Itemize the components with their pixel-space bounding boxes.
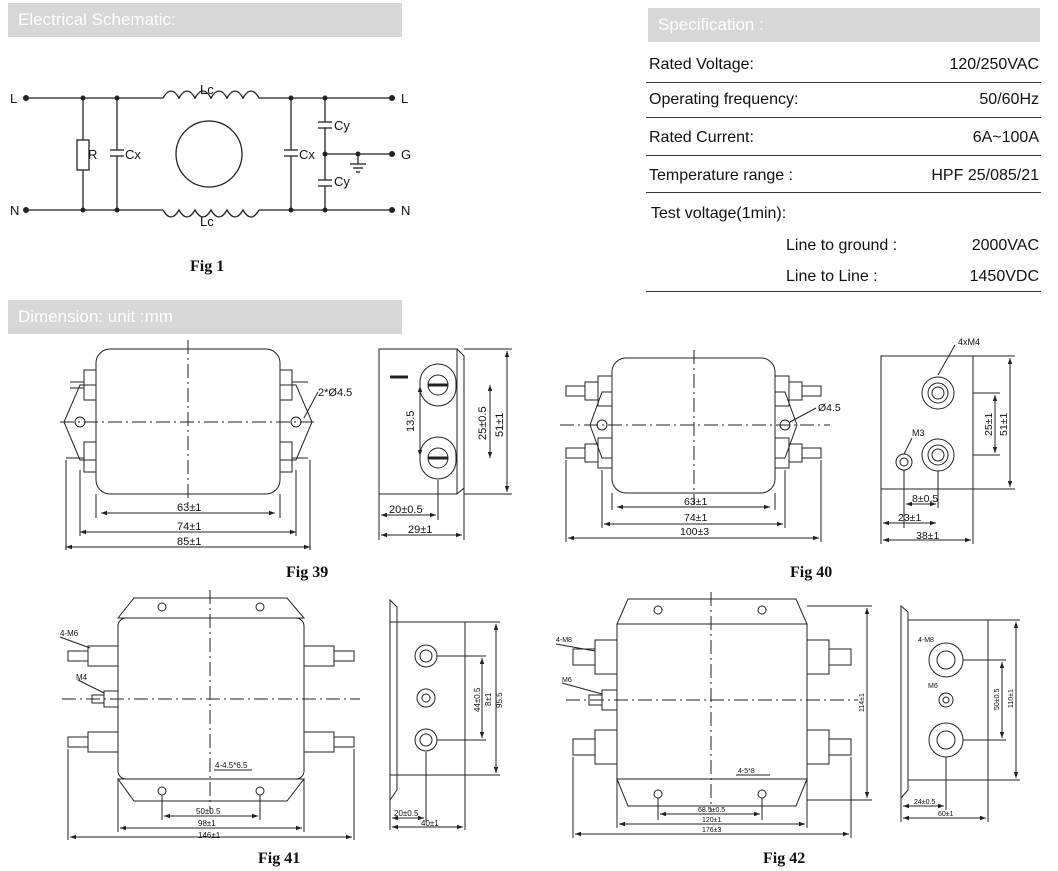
specification-header: Specification : — [648, 8, 1040, 42]
spec-row-rated-voltage: Rated Voltage: 120/250VAC — [646, 48, 1041, 83]
caption-fig40: Fig 40 — [790, 564, 833, 581]
label-neutral-in: N — [10, 203, 19, 218]
caption-fig41: Fig 41 — [258, 850, 301, 867]
fig41-dim-8: 8±1 — [484, 692, 493, 706]
spec-row-frequency: Operating frequency: 50/60Hz — [646, 83, 1041, 118]
fig42-dim-50: 50±0.5 — [994, 689, 1001, 710]
fig40-dim-23: 23±1 — [898, 512, 921, 524]
fig42-hole-label: 4-5*8 — [738, 768, 755, 775]
specification-table: Rated Voltage: 120/250VAC Operating freq… — [646, 48, 1041, 292]
fig41-dim-50: 50±0.5 — [196, 807, 221, 816]
fig41-dim-44: 44±0.5 — [473, 687, 482, 712]
fig40-dim-100: 100±3 — [680, 526, 709, 538]
fig40-dim-51: 51±1 — [998, 413, 1010, 436]
fig39-dim-63: 63±1 — [177, 502, 201, 514]
label-lc-bottom: Lc — [200, 214, 214, 229]
schematic-nodes — [23, 95, 395, 213]
fig42-drawing — [555, 592, 1020, 838]
fig40-dim-25: 25±1 — [983, 413, 995, 436]
spec-label: Operating frequency: — [649, 91, 799, 108]
spec-row-line-line: Line to Line : 1450VDC — [646, 260, 1041, 292]
spec-label: Rated Voltage: — [649, 56, 754, 73]
fig39-hole-label: 2*Ø4.5 — [318, 387, 352, 399]
label-cy-top: Cy — [334, 118, 350, 133]
label-cy-bottom: Cy — [334, 174, 350, 189]
dimension-header: Dimension: unit :mm — [8, 300, 402, 334]
label-lc-top: Lc — [200, 82, 214, 97]
label-resistor: R — [88, 147, 97, 162]
fig41-drawing — [59, 590, 500, 840]
fig40-drawing — [560, 344, 1015, 544]
spec-value: 120/250VAC — [949, 56, 1039, 73]
fig42-side-m6-label: M6 — [928, 683, 938, 690]
fig40-dim-74: 74±1 — [684, 512, 707, 524]
label-line-out: L — [401, 91, 408, 106]
spec-row-line-ground: Line to ground : 2000VAC — [646, 229, 1041, 260]
caption-fig42: Fig 42 — [763, 850, 806, 867]
fig40-dim-63: 63±1 — [684, 496, 707, 508]
fig42-dim-110: 110±1 — [1008, 689, 1015, 708]
fig39-dim-51: 51±1 — [494, 413, 506, 437]
fig42-dim-60: 60±1 — [938, 811, 954, 818]
fig40-hole-label: Ø4.5 — [818, 402, 841, 414]
spec-value: HPF 25/085/21 — [931, 167, 1039, 184]
spec-label: Rated Current: — [649, 129, 754, 146]
label-neutral-out: N — [401, 203, 410, 218]
caption-fig1: Fig 1 — [190, 258, 225, 275]
fig40-dim-8: 8±0.5 — [912, 493, 938, 505]
fig40-m4-label: 4xM4 — [958, 337, 980, 347]
fig42-dim-120: 120±1 — [702, 817, 722, 824]
fig41-dim-40: 40±1 — [421, 819, 439, 828]
spec-value: 50/60Hz — [979, 91, 1039, 108]
spec-label: Temperature range : — [649, 167, 794, 184]
spec-label: Test voltage(1min): — [651, 205, 787, 222]
spec-value: 6A~100A — [972, 129, 1039, 146]
fig41-dim-20: 20±0.5 — [394, 809, 419, 818]
electrical-schematic — [26, 90, 392, 218]
label-line-in: L — [10, 91, 17, 106]
fig42-dim-114: 114±1 — [859, 693, 866, 712]
spec-row-temperature: Temperature range : HPF 25/085/21 — [646, 156, 1041, 193]
schematic-header: Electrical Schematic: — [8, 3, 402, 37]
fig41-m6-label: 4-M6 — [60, 629, 79, 638]
fig39-dim-20: 20±0.5 — [389, 504, 423, 516]
fig41-dim-98: 98±1 — [198, 819, 216, 828]
fig39-dim-13: 13.5 — [405, 411, 417, 432]
label-cx-right: Cx — [299, 147, 315, 162]
fig41-hole-label: 4-4.5*6.5 — [215, 761, 248, 770]
fig41-m4-label: M4 — [76, 673, 88, 682]
spec-label: Line to ground : — [786, 237, 898, 254]
label-cx-left: Cx — [125, 147, 141, 162]
spec-row-test-voltage: Test voltage(1min): — [646, 193, 1041, 229]
fig42-dim-24: 24±0.5 — [914, 799, 935, 806]
caption-fig39: Fig 39 — [286, 564, 329, 581]
fig42-dim-176: 176±3 — [702, 827, 722, 834]
fig41-dim-146: 146±1 — [198, 831, 221, 840]
fig39-dim-25: 25±0.5 — [477, 406, 489, 440]
spec-value: 1450VDC — [969, 268, 1039, 285]
fig39-dim-74: 74±1 — [177, 521, 201, 533]
fig41-dim-95: 95.5 — [495, 692, 504, 708]
fig40-dim-38: 38±1 — [916, 530, 939, 542]
fig42-m6-label: M6 — [562, 677, 572, 684]
fig39-drawing — [60, 340, 512, 550]
label-ground: G — [401, 147, 411, 162]
fig40-m3-label: M3 — [912, 428, 925, 438]
fig42-dim-68: 68.5±0.5 — [698, 807, 725, 814]
fig42-m8-label: 4-M8 — [556, 637, 572, 644]
spec-value: 2000VAC — [971, 237, 1039, 254]
fig39-dim-85: 85±1 — [177, 536, 201, 548]
fig42-side-m8-label: 4-M8 — [918, 637, 934, 644]
fig39-dim-29: 29±1 — [408, 524, 432, 536]
spec-label: Line to Line : — [786, 268, 878, 285]
spec-row-rated-current: Rated Current: 6A~100A — [646, 118, 1041, 156]
